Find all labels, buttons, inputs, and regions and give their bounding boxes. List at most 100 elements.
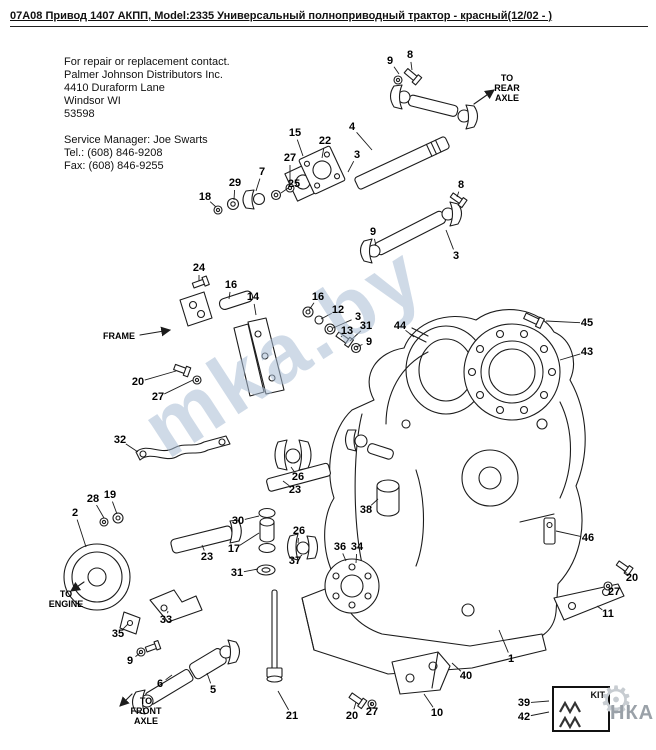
- right-support-strap: [543, 517, 634, 621]
- washer-stack: [256, 507, 283, 683]
- contact-lines: For repair or replacement contact.Palmer…: [64, 56, 230, 173]
- callout-18: 18: [198, 191, 212, 203]
- callout-9: 9: [369, 226, 377, 238]
- contact-line: For repair or replacement contact.: [64, 56, 230, 68]
- title-bar: 07A08 Привод 1407 АКПП, Model:2335 Униве…: [10, 6, 648, 27]
- callout-20: 20: [345, 710, 359, 722]
- callout-21: 21: [285, 710, 299, 722]
- callout-38: 38: [359, 504, 373, 516]
- callout-16: 16: [224, 279, 238, 291]
- callout-20: 20: [625, 572, 639, 584]
- callout-45: 45: [580, 317, 594, 329]
- label-to-engine: TO ENGINE: [48, 588, 84, 609]
- callout-20: 20: [131, 376, 145, 388]
- callout-27: 27: [151, 391, 165, 403]
- callout-27: 27: [607, 586, 621, 598]
- callout-11: 11: [602, 608, 614, 620]
- callout-22: 22: [318, 135, 332, 147]
- engine-flange-assembly: [63, 512, 242, 657]
- kit-label: KIT: [590, 690, 606, 700]
- callout-8: 8: [457, 179, 465, 191]
- callout-4: 4: [348, 121, 356, 133]
- breather-cylinder: [376, 479, 400, 517]
- callout-43: 43: [580, 346, 594, 358]
- contact-line: Service Manager: Joe Swarts: [64, 134, 208, 146]
- callout-7: 7: [258, 166, 266, 178]
- frame-bracket: [173, 275, 285, 397]
- callout-3: 3: [452, 250, 460, 262]
- callout-9: 9: [126, 655, 134, 667]
- contact-line: Palmer Johnson Distributors Inc.: [64, 69, 223, 81]
- kit-parts-icon: [557, 699, 591, 736]
- callout-26: 26: [292, 525, 306, 537]
- callout-40: 40: [459, 670, 473, 682]
- label-frame: FRAME: [103, 330, 135, 341]
- main-driveshaft: [284, 136, 450, 202]
- contact-line: [64, 121, 230, 134]
- callout-1: 1: [507, 653, 515, 665]
- contact-line: Fax: (608) 846-9255: [64, 160, 164, 172]
- callout-27: 27: [365, 706, 379, 718]
- callout-23: 23: [200, 551, 214, 563]
- callout-13: 13: [340, 325, 354, 337]
- transmission-housing: [301, 308, 586, 675]
- callout-35: 35: [111, 628, 125, 640]
- center-u-joint: [266, 429, 394, 492]
- callout-46: 46: [581, 532, 595, 544]
- callout-37: 37: [288, 555, 302, 567]
- callout-25: 25: [287, 178, 301, 190]
- callout-39: 39: [517, 697, 531, 709]
- contact-line: Windsor WI: [64, 95, 121, 107]
- wavy-bracket: [135, 435, 231, 461]
- output-flange: [324, 558, 380, 614]
- callout-24: 24: [192, 262, 206, 274]
- label-to-rear-axle: TO REAR AXLE: [494, 72, 520, 104]
- callout-26: 26: [291, 471, 305, 483]
- callout-5: 5: [209, 684, 217, 696]
- callout-8: 8: [406, 49, 414, 61]
- fastener-cluster: [213, 183, 295, 215]
- callout-42: 42: [517, 711, 531, 723]
- mid-propshaft: [359, 192, 468, 264]
- callout-12: 12: [331, 304, 345, 316]
- callout-33: 33: [159, 614, 173, 626]
- kit-box: KIT: [552, 686, 610, 732]
- bottom-bracket: [348, 651, 451, 710]
- callout-27: 27: [283, 152, 297, 164]
- callout-2: 2: [71, 507, 79, 519]
- contact-block: For repair or replacement contact.Palmer…: [64, 56, 230, 173]
- front-axle-driveshaft: [119, 639, 241, 715]
- callout-17: 17: [227, 543, 241, 555]
- callout-3: 3: [354, 311, 362, 323]
- gear-icon: ⚙: [599, 680, 634, 722]
- watermark: mka.by: [126, 225, 441, 476]
- lower-yoke: [286, 533, 319, 561]
- callout-44: 44: [393, 320, 407, 332]
- rear-cover: [463, 312, 561, 421]
- callout-3: 3: [353, 149, 361, 161]
- direction-arrows: [70, 326, 172, 592]
- callout-10: 10: [430, 707, 444, 719]
- callout-15: 15: [288, 127, 302, 139]
- callout-16: 16: [311, 291, 325, 303]
- callout-23: 23: [288, 484, 302, 496]
- contact-line: 53598: [64, 108, 95, 120]
- callout-32: 32: [113, 434, 127, 446]
- contact-line: 4410 Duraform Lane: [64, 82, 165, 94]
- callout-14: 14: [246, 291, 260, 303]
- rear-axle-propshaft: [389, 68, 495, 130]
- callout-36: 36: [333, 541, 347, 553]
- callout-29: 29: [228, 177, 242, 189]
- callout-19: 19: [103, 489, 117, 501]
- page-title: 07A08 Привод 1407 АКПП, Model:2335 Униве…: [10, 10, 553, 22]
- callout-31: 31: [359, 320, 373, 332]
- label-to-front-axle: TO FRONT AXLE: [130, 695, 162, 727]
- callout-6: 6: [156, 678, 164, 690]
- callout-31: 31: [230, 567, 244, 579]
- callout-9: 9: [386, 55, 394, 67]
- callout-28: 28: [86, 493, 100, 505]
- brand-logo: ⚙ НКА: [599, 682, 656, 736]
- brand-name: НКА: [610, 702, 655, 724]
- callout-34: 34: [350, 541, 364, 553]
